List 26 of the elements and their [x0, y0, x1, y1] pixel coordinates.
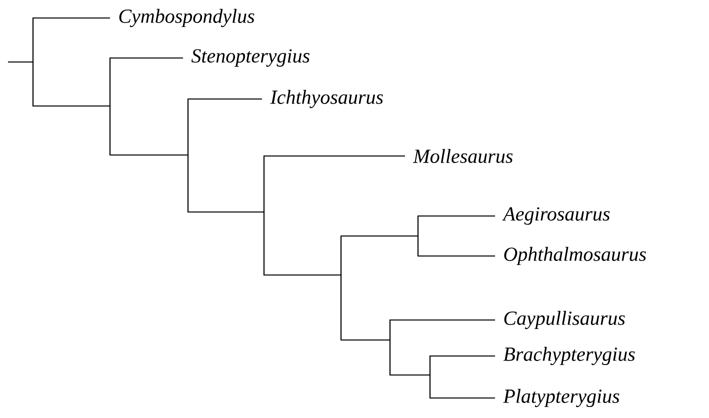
- tree-branch: [32, 17, 110, 62]
- tree-branch: [109, 106, 188, 156]
- taxon-label: Stenopterygius: [191, 49, 310, 67]
- tree-branch: [263, 155, 405, 212]
- tree-branch: [263, 212, 341, 276]
- taxon-label: Mollesaurus: [412, 148, 513, 164]
- tree-branch: [8, 61, 33, 63]
- taxon-label: Brachypterygius: [503, 346, 635, 366]
- tree-branch: [109, 57, 183, 106]
- taxon-label: Cymbospondylus: [119, 8, 254, 28]
- tree-branch: [417, 236, 495, 257]
- taxon-label: Aegirosaurus: [502, 207, 610, 225]
- taxon-label: Caypullisaurus: [504, 310, 625, 330]
- tree-branch: [340, 275, 390, 341]
- tree-branch: [32, 62, 110, 107]
- taxon-label: Ichthyosaurus: [270, 90, 383, 108]
- taxon-label: Platypterygius: [503, 388, 620, 408]
- tree-branch: [429, 355, 495, 375]
- taxon-label: Ophthalmosaurus: [504, 246, 646, 266]
- tree-branch: [429, 375, 495, 399]
- tree-branch: [340, 235, 418, 275]
- tree-branch: [187, 98, 262, 155]
- tree-branch: [187, 155, 264, 213]
- tree-branch: [417, 215, 495, 236]
- tree-branch: [389, 340, 430, 376]
- tree-branch: [389, 319, 495, 340]
